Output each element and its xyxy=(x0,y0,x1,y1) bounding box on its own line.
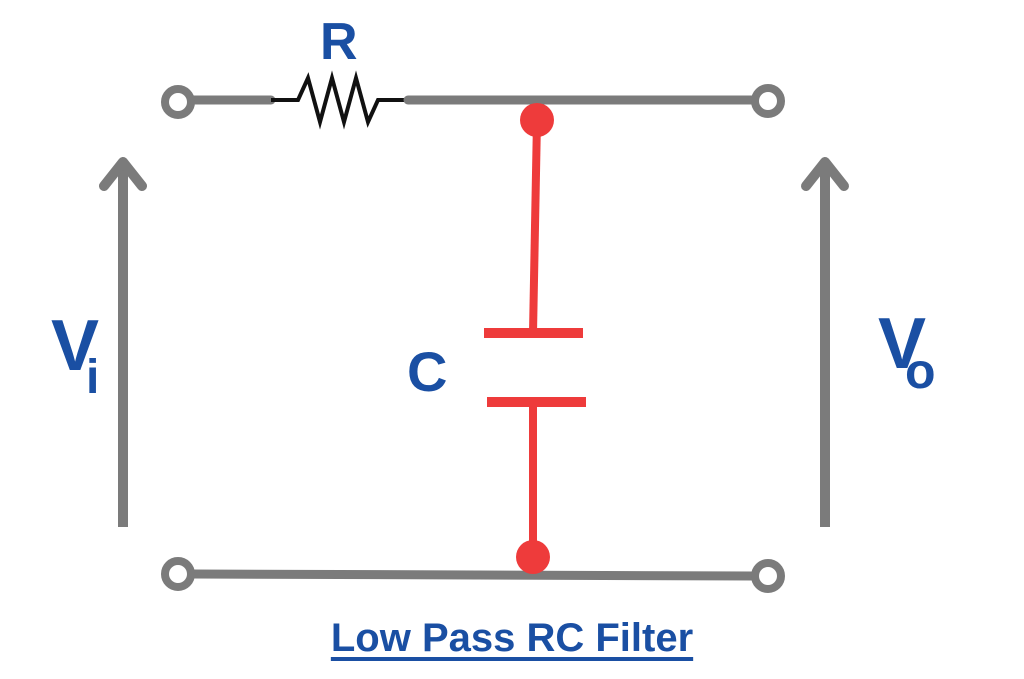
junction-dot-top xyxy=(520,103,554,137)
output-arrow-head xyxy=(801,157,849,191)
terminal-top-right xyxy=(751,84,785,118)
resistor-label: R xyxy=(320,13,358,71)
resistor-symbol xyxy=(271,70,408,130)
junction-dot-bottom xyxy=(516,540,550,574)
capacitor-lead-top xyxy=(529,119,541,334)
diagram-title: Low Pass RC Filter xyxy=(330,616,694,660)
output-voltage-subscript: o xyxy=(905,343,936,399)
terminal-bottom-right xyxy=(751,559,785,593)
terminal-bottom-left xyxy=(161,557,195,591)
output-voltage-label: V xyxy=(878,304,927,384)
input-voltage-label: V xyxy=(51,306,100,386)
input-arrow-head xyxy=(99,157,147,191)
input-voltage-subscript: i xyxy=(86,351,100,404)
capacitor-label: C xyxy=(407,340,448,403)
bottom-wire xyxy=(187,569,759,581)
terminal-top-left xyxy=(161,85,195,119)
